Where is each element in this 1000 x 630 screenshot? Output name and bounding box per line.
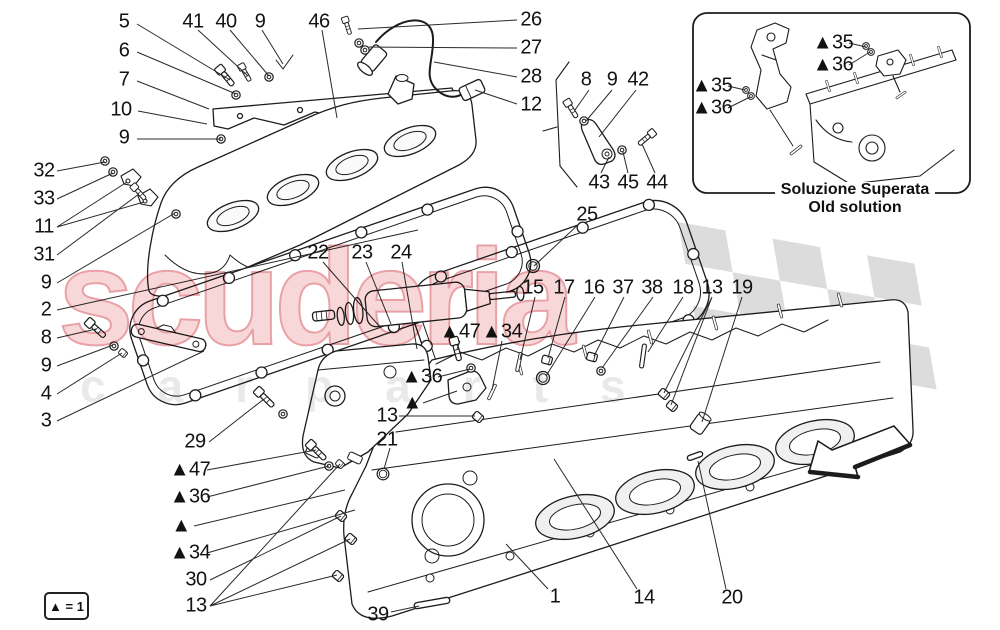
part-callout: 19 — [731, 276, 753, 299]
direction-arrow-icon — [807, 425, 913, 480]
reference-bracket — [542, 61, 578, 188]
inset-title: Soluzione Superata Old solution — [723, 181, 987, 217]
part-callout: 37 — [612, 276, 634, 299]
part-callout: 5 — [118, 10, 130, 33]
part-callout: ▲36 — [169, 485, 211, 508]
part-callout: 24 — [390, 241, 412, 264]
part-callout: 1 — [549, 585, 561, 608]
part-callout: 13 — [185, 594, 207, 617]
camshaft-sensor — [356, 19, 486, 105]
part-callout: 41 — [182, 10, 204, 33]
part-callout: 10 — [110, 98, 132, 121]
part-callout: 27 — [520, 36, 542, 59]
part-callout: 38 — [641, 276, 663, 299]
part-callout: 23 — [351, 241, 373, 264]
part-callout: 11 — [34, 215, 54, 238]
part-callout: 28 — [520, 65, 542, 88]
inset-title-italian: Soluzione Superata — [774, 182, 936, 198]
part-callout: 42 — [627, 68, 649, 91]
part-callout: ▲36 — [401, 365, 443, 388]
part-callout: 43 — [588, 171, 610, 194]
part-callout: ▲36 — [812, 53, 854, 76]
part-callout: ▲47 — [169, 458, 211, 481]
leader-lines — [56, 19, 871, 613]
part-callout: 33 — [33, 187, 55, 210]
part-callout: 21 — [376, 428, 398, 451]
part-callout: 44 — [646, 171, 668, 194]
part-callout: 9 — [40, 271, 52, 294]
part-callout: 7 — [118, 68, 130, 91]
legend-box: ▲ = 1 — [44, 592, 89, 620]
part-callout: 15 — [522, 276, 544, 299]
part-callout: 6 — [118, 39, 130, 62]
part-callout: 9 — [254, 10, 266, 33]
part-callout: 9 — [40, 354, 52, 377]
part-callout: ▲34 — [481, 320, 523, 343]
part-callout: ▲36 — [691, 96, 733, 119]
tensioner-assembly — [311, 281, 525, 328]
part-callout: 32 — [33, 159, 55, 182]
inset-title-english: Old solution — [808, 199, 902, 216]
part-callout: 30 — [185, 568, 207, 591]
part-callout: 4 — [40, 382, 52, 405]
sensor-cable — [375, 19, 467, 98]
part-callout: ▲ — [402, 391, 422, 414]
part-callout: 13 — [701, 276, 723, 299]
part-callout: 40 — [215, 10, 237, 33]
part-callout: 9 — [118, 126, 130, 149]
part-callout: ▲47 — [439, 320, 481, 343]
part-callout: 46 — [308, 10, 330, 33]
part-callout: ▲ — [171, 514, 191, 537]
part-callout: 31 — [33, 243, 55, 266]
dowel-pin-20 — [686, 450, 704, 462]
part-callout: 16 — [583, 276, 605, 299]
cylinder-head — [343, 292, 914, 619]
part-callout: 13 — [376, 404, 398, 427]
part-callout: 39 — [367, 603, 389, 626]
part-callout: 20 — [721, 586, 743, 609]
rail-strip — [130, 323, 207, 353]
part-callout: 25 — [576, 203, 598, 226]
part-callout: 12 — [520, 93, 542, 116]
legend-label: ▲ = 1 — [49, 598, 84, 614]
part-callout: 3 — [40, 409, 52, 432]
part-callout: ▲35 — [812, 31, 854, 54]
part-callout: 18 — [672, 276, 694, 299]
lever-bracket — [580, 118, 616, 166]
part-callout: 22 — [307, 241, 329, 264]
v-mark — [275, 54, 294, 70]
part-callout: 29 — [184, 430, 206, 453]
part-callout: 14 — [633, 586, 655, 609]
part-callout: ▲34 — [169, 541, 211, 564]
dowel-pin-39 — [413, 596, 451, 610]
cable-connector — [458, 78, 486, 102]
part-callout: 9 — [606, 68, 618, 91]
part-callout: ▲35 — [691, 74, 733, 97]
part-callout: 8 — [40, 326, 52, 349]
valve-cover — [146, 89, 477, 297]
part-callout: 26 — [520, 8, 542, 31]
part-callout: 45 — [617, 171, 639, 194]
mounting-bracket — [301, 343, 432, 469]
part-callout: 2 — [40, 298, 52, 321]
part-callout: 17 — [553, 276, 575, 299]
part-callout: 8 — [580, 68, 592, 91]
retainer-clips — [120, 168, 159, 207]
elbow-fitting — [387, 75, 415, 105]
